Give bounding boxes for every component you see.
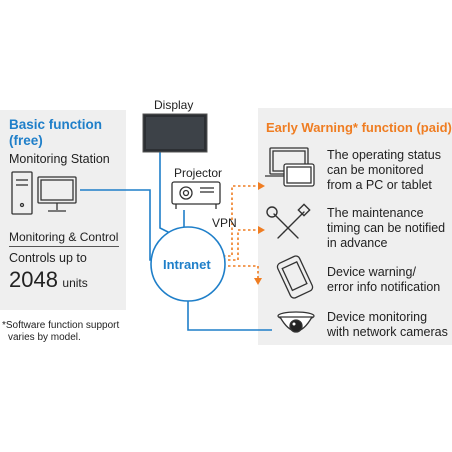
feature-line: Device monitoring: [327, 310, 428, 324]
unit-count-row: 2048 units: [9, 267, 88, 293]
projector-icon: [171, 181, 221, 209]
left-divider: [9, 246, 119, 247]
arrow-head-phone: [254, 278, 262, 285]
unit-count: 2048: [9, 267, 58, 292]
feature-maintenance: The maintenance timing can be notified i…: [327, 206, 449, 251]
footnote-line1: *Software function support: [2, 320, 120, 331]
footnote-line2: varies by model.: [8, 332, 81, 343]
feature-pc-tablet: The operating status can be monitored fr…: [327, 148, 449, 193]
feature-network-camera: Device monitoring with network cameras: [327, 310, 449, 340]
station-link-line: [80, 189, 160, 261]
network-camera-icon: [277, 311, 315, 333]
feature-line: from a PC or tablet: [327, 178, 432, 192]
intranet-hub-circle: [150, 226, 226, 302]
feature-device-warning: Device warning/ error info notification: [327, 265, 449, 295]
camera-link-line: [187, 300, 272, 331]
arrow-head-tools: [258, 226, 265, 234]
tools-icon: [266, 203, 311, 239]
feature-line: The operating status: [327, 148, 441, 162]
display-icon: [142, 113, 208, 153]
pc-station-icon: [11, 171, 77, 215]
vpn-link-tools: [218, 229, 258, 261]
feature-line: error info notification: [327, 280, 441, 294]
monitoring-control-label: Monitoring & Control: [9, 230, 119, 244]
feature-line: in advance: [327, 236, 388, 250]
early-warning-title: Early Warning* function (paid): [266, 120, 452, 135]
vpn-label: VPN: [212, 216, 237, 230]
vpn-link-phone: [218, 265, 259, 280]
smartphone-icon: [276, 255, 314, 299]
feature-line: Device warning/: [327, 265, 416, 279]
pc-tablet-icon: [265, 147, 315, 187]
feature-line: with network cameras: [327, 325, 448, 339]
monitoring-station-label: Monitoring Station: [9, 152, 110, 166]
basic-function-title-line1: Basic function: [9, 117, 103, 132]
footnote: *Software function support varies by mod…: [2, 320, 119, 344]
vpn-link-pc: [218, 185, 258, 257]
feature-line: can be monitored: [327, 163, 424, 177]
feature-line: timing can be notified: [327, 221, 446, 235]
display-label: Display: [154, 98, 194, 112]
projector-label: Projector: [174, 166, 223, 180]
basic-function-title: Basic function (free): [9, 117, 102, 149]
arrow-head-pc: [258, 182, 265, 190]
intranet-label: Intranet: [163, 257, 211, 272]
basic-function-title-line2: (free): [9, 133, 43, 148]
basic-function-panel: [0, 110, 126, 310]
feature-line: The maintenance: [327, 206, 424, 220]
display-link-line: [159, 152, 181, 239]
controls-up-to-label: Controls up to: [9, 251, 87, 265]
unit-label: units: [62, 276, 88, 290]
